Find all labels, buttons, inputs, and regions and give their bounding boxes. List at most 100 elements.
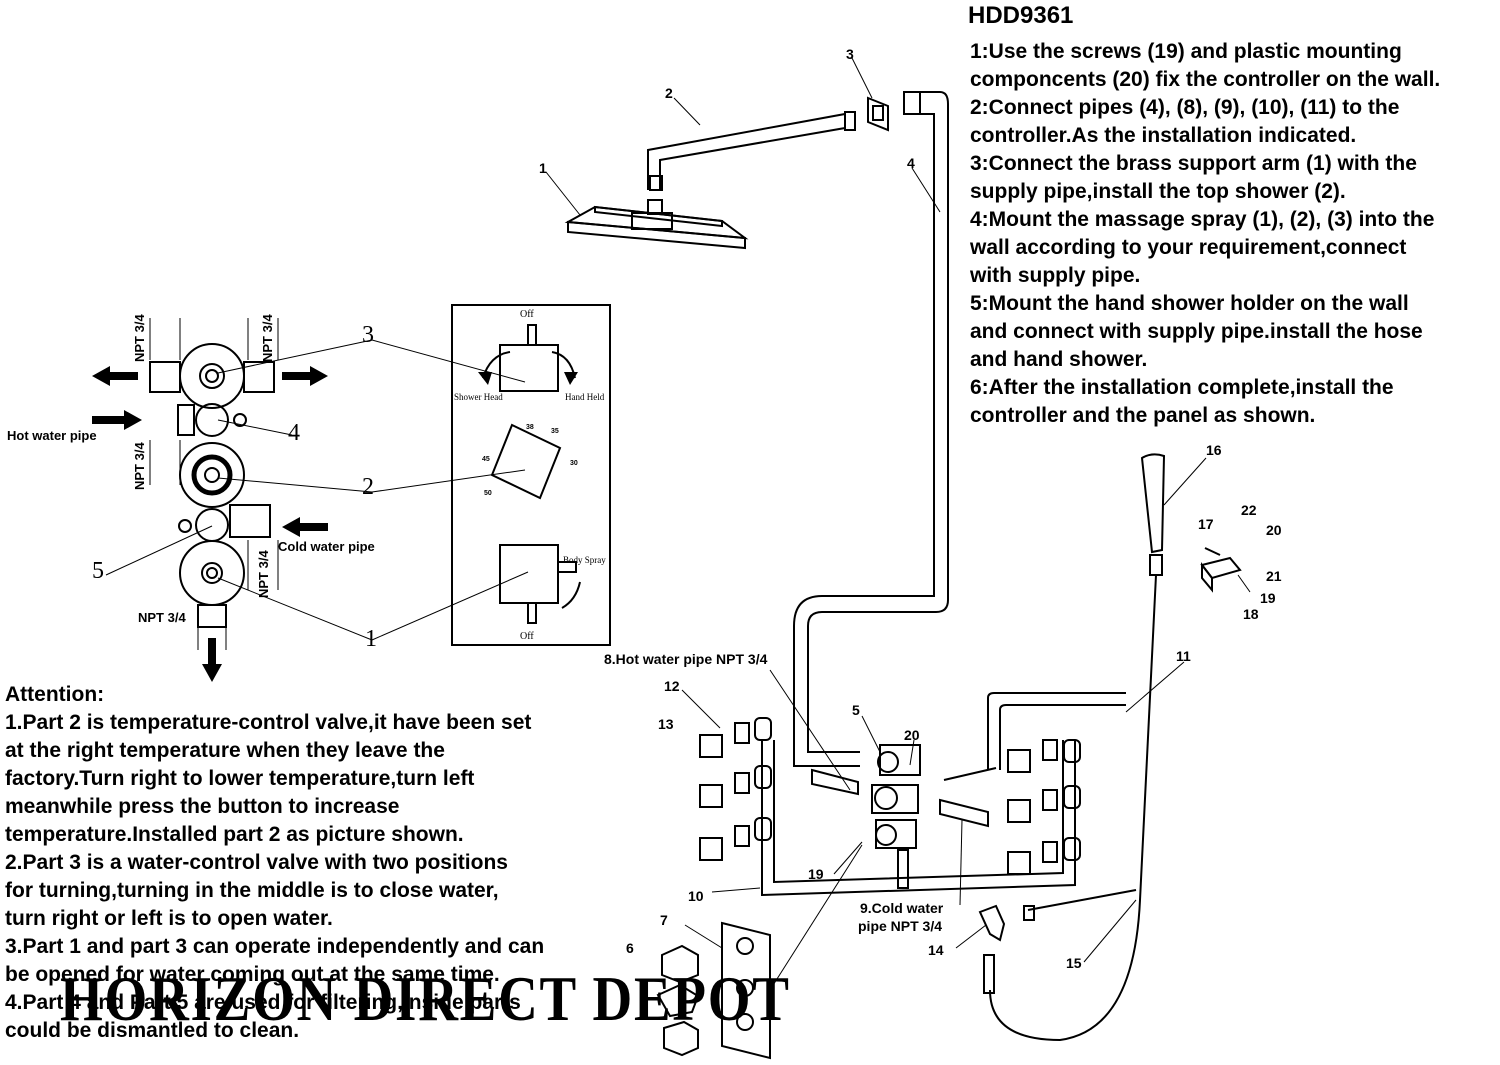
step-line: 1:Use the screws (19) and plastic mounti… bbox=[970, 40, 1402, 63]
part-20-valve: 20 bbox=[904, 727, 920, 743]
rain-shower-head bbox=[564, 199, 749, 250]
step-line: 2:Connect pipes (4), (8), (9), (10), (11… bbox=[970, 96, 1400, 119]
attention-line: factory.Turn right to lower temperature,… bbox=[5, 767, 475, 790]
npt-label-2: NPT 3/4 bbox=[260, 314, 275, 362]
temp-30: 30 bbox=[570, 460, 578, 467]
step-line: wall according to your requirement,conne… bbox=[970, 236, 1407, 259]
cold-pipe-callout-2: pipe NPT 3/4 bbox=[858, 918, 943, 934]
attention-line: for turning,turning in the middle is to … bbox=[5, 879, 499, 902]
part-10: 10 bbox=[688, 888, 704, 904]
part-7: 7 bbox=[660, 912, 668, 928]
body-sprays-left bbox=[699, 717, 772, 861]
attention-title: Attention: bbox=[5, 683, 105, 706]
attention-line: could be dismantled to clean. bbox=[5, 1019, 300, 1042]
temp-50: 50 bbox=[484, 490, 492, 497]
callout-2: 2 bbox=[362, 474, 374, 500]
panel-off-top: Off bbox=[520, 309, 534, 320]
part-18: 18 bbox=[1243, 606, 1259, 622]
part-1: 1 bbox=[539, 160, 547, 176]
npt-label-1: NPT 3/4 bbox=[132, 314, 147, 362]
npt-label-4: NPT 3/4 bbox=[256, 550, 271, 598]
part-13: 13 bbox=[658, 716, 674, 732]
part-6: 6 bbox=[626, 940, 634, 956]
panel-off-bottom: Off bbox=[520, 631, 534, 642]
hot-water-label: Hot water pipe bbox=[7, 428, 97, 443]
trim-plate-7 bbox=[721, 921, 771, 1060]
valve-elevation bbox=[149, 343, 275, 628]
part-4: 4 bbox=[907, 155, 915, 171]
step-line: 6:After the installation complete,instal… bbox=[970, 376, 1394, 399]
hot-water-pipe-8 bbox=[811, 768, 859, 796]
callout-4: 4 bbox=[288, 420, 300, 446]
callout-3: 3 bbox=[362, 322, 374, 348]
part-3: 3 bbox=[846, 46, 854, 62]
npt-label-3: NPT 3/4 bbox=[132, 442, 147, 490]
cold-water-label: Cold water pipe bbox=[278, 539, 375, 554]
step-line: supply pipe,install the top shower (2). bbox=[970, 180, 1346, 203]
part-19-holder: 19 bbox=[1260, 590, 1276, 606]
central-valve bbox=[871, 744, 921, 889]
hot-pipe-callout: 8.Hot water pipe NPT 3/4 bbox=[604, 651, 768, 667]
attention-notes: Attention: 1.Part 2 is temperature-contr… bbox=[5, 681, 615, 1045]
model-number: HDD9361 bbox=[968, 2, 1074, 29]
leader-lines bbox=[105, 57, 1251, 991]
panel-shower-head: Shower Head bbox=[454, 392, 503, 402]
callout-5: 5 bbox=[92, 558, 104, 584]
step-line: and hand shower. bbox=[970, 348, 1148, 371]
step-line: 4:Mount the massage spray (1), (2), (3) … bbox=[970, 208, 1435, 231]
installation-steps: 1:Use the screws (19) and plastic mounti… bbox=[970, 38, 1495, 430]
part-5: 5 bbox=[852, 702, 860, 718]
step-line: 3:Connect the brass support arm (1) with… bbox=[970, 152, 1417, 175]
part-2: 2 bbox=[665, 85, 673, 101]
callout-1: 1 bbox=[365, 626, 377, 652]
supply-pipe-4 bbox=[793, 91, 949, 767]
attention-line: be opened for water coming out at the sa… bbox=[5, 963, 500, 986]
step-line: controller.As the installation indicated… bbox=[970, 124, 1357, 147]
elbow-14 bbox=[978, 904, 1006, 994]
pipe-11 bbox=[987, 692, 1126, 770]
handles-6 bbox=[656, 944, 700, 1057]
attention-line: at the right temperature when they leave… bbox=[5, 739, 445, 762]
shower-arm bbox=[647, 111, 856, 191]
cold-water-pipe-9 bbox=[939, 767, 997, 828]
part-14: 14 bbox=[928, 942, 944, 958]
flow-arrows bbox=[92, 366, 578, 682]
attention-line: 1.Part 2 is temperature-control valve,it… bbox=[5, 711, 532, 734]
operation-panel-diagram bbox=[451, 304, 611, 646]
temp-45: 45 bbox=[482, 456, 490, 463]
part-21: 21 bbox=[1266, 568, 1282, 584]
temp-35: 35 bbox=[551, 428, 559, 435]
step-line: 5:Mount the hand shower holder on the wa… bbox=[970, 292, 1409, 315]
wall-flange-3 bbox=[867, 96, 889, 132]
attention-line: 2.Part 3 is a water-control valve with t… bbox=[5, 851, 508, 874]
watermark-text: HORIZON DIRECT DEPOT bbox=[60, 963, 791, 1034]
body-sprays-right bbox=[1007, 739, 1081, 875]
step-line: with supply pipe. bbox=[970, 264, 1141, 287]
part-11: 11 bbox=[1176, 648, 1191, 664]
npt-label-5: NPT 3/4 bbox=[138, 610, 186, 625]
panel-hand-held: Hand Held bbox=[565, 392, 605, 402]
part-17: 17 bbox=[1198, 516, 1214, 532]
part-12: 12 bbox=[664, 678, 680, 694]
part-20-holder: 20 bbox=[1266, 522, 1282, 538]
step-line: and connect with supply pipe.install the… bbox=[970, 320, 1423, 343]
hand-shower-holder-18 bbox=[1200, 547, 1242, 593]
attention-line: 4.Part 4 and Part 5 are used for filteri… bbox=[5, 991, 521, 1014]
attention-line: temperature.Installed part 2 as picture … bbox=[5, 823, 464, 846]
hose-15 bbox=[989, 574, 1157, 1042]
attention-line: turn right or left is to open water. bbox=[5, 907, 333, 930]
dimension-lines bbox=[149, 318, 279, 650]
part-16: 16 bbox=[1206, 442, 1222, 458]
step-line: controller and the panel as shown. bbox=[970, 404, 1316, 427]
attention-line: 3.Part 1 and part 3 can operate independ… bbox=[5, 935, 545, 958]
step-line: componcents (20) fix the controller on t… bbox=[970, 68, 1441, 91]
part-19-valve: 19 bbox=[808, 866, 824, 882]
cold-pipe-callout-1: 9.Cold water bbox=[860, 900, 944, 916]
part-15: 15 bbox=[1066, 955, 1082, 971]
attention-line: meanwhile press the button to increase bbox=[5, 795, 400, 818]
temp-38: 38 bbox=[526, 424, 534, 431]
part-22: 22 bbox=[1241, 502, 1257, 518]
panel-body-spray: Body Spray bbox=[563, 555, 606, 565]
hand-shower bbox=[1140, 453, 1166, 576]
